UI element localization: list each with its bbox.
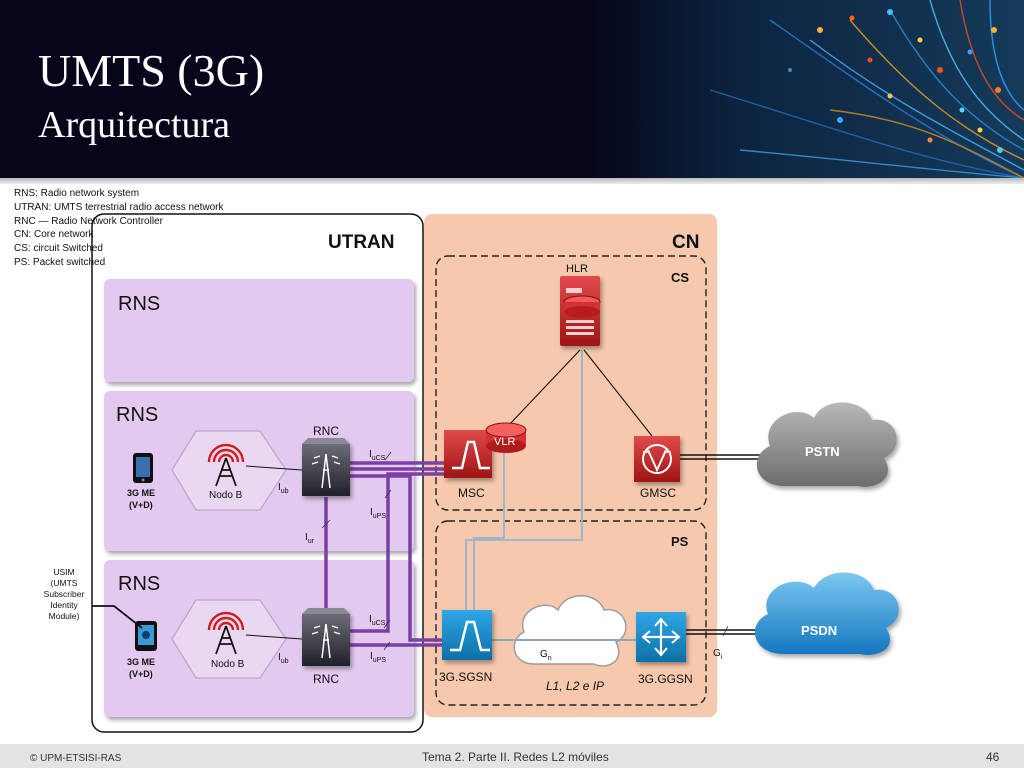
iub-label-2: Iub <box>278 652 289 665</box>
psdn-cloud <box>754 572 899 655</box>
header-divider <box>0 178 1024 184</box>
iub-link-2 <box>245 634 303 640</box>
usim-label-5: Module) <box>49 611 80 621</box>
cell-tower-icon-2 <box>207 611 245 655</box>
psdn-label: PSDN <box>801 623 837 638</box>
iups-link-1 <box>350 474 444 642</box>
pstn-label: PSTN <box>805 444 840 459</box>
hlr-label: HLR <box>566 263 588 275</box>
vlr-label: VLR <box>494 436 515 448</box>
legend-item: CN: Core network <box>14 229 94 241</box>
cell-tower-icon-1 <box>207 443 245 487</box>
ggsn-label: 3G.GGSN <box>638 672 693 686</box>
msc-icon <box>444 430 492 478</box>
hlr-sgsn-link <box>465 350 583 610</box>
iups-label-1: IuPS <box>370 507 386 520</box>
me-label-2b: (V+D) <box>129 669 153 679</box>
hlr-vlr-link <box>507 349 581 427</box>
iub-label-1: Iub <box>278 482 289 495</box>
legend-item: CS: circuit Switched <box>14 243 103 255</box>
nodeb-label-1: Nodo B <box>209 490 243 501</box>
iub-link-1 <box>245 465 303 471</box>
rnc-label-2: RNC <box>313 672 339 686</box>
iur-label: Iur <box>305 532 315 545</box>
me-label-1a: 3G ME <box>127 488 155 498</box>
pstn-cloud <box>756 402 897 487</box>
rnc-icon-1 <box>302 438 350 496</box>
sgsn-icon <box>442 610 492 660</box>
page-number: 46 <box>986 750 1000 764</box>
usim-label-4: Identity <box>50 600 78 610</box>
iucs-link-2 <box>350 472 444 633</box>
hlr-gmsc-link <box>583 349 653 437</box>
nodeb-cell-2 <box>171 599 287 679</box>
legend-item: RNS: Radio network system <box>14 188 140 199</box>
title-banner: UMTS (3G) Arquitectura <box>0 0 1024 178</box>
acronym-legend: RNS: Radio network system UTRAN: UMTS te… <box>14 187 224 270</box>
ps-domain-box <box>435 520 707 706</box>
cs-label: CS <box>671 270 689 285</box>
iups-label-2: IuPS <box>370 651 386 664</box>
usim-label-3: Subscriber <box>44 589 85 599</box>
iucs-label-2: IuCS <box>369 614 386 627</box>
page-subtitle: Arquitectura <box>38 104 231 146</box>
gmsc-icon <box>634 436 680 482</box>
rnc-icon-2 <box>302 608 350 666</box>
cs-domain-box <box>435 255 707 511</box>
umts-architecture-diagram: UTRAN CN CS PS RNS RNS RNS <box>44 213 899 733</box>
me-label-1b: (V+D) <box>129 500 153 510</box>
rns-label-3: RNS <box>118 573 160 595</box>
footer-bar <box>0 744 1024 768</box>
ggsn-icon <box>636 612 686 662</box>
nodeb-label-2: Nodo B <box>211 659 245 670</box>
backbone-label: L1, L2 e IP <box>546 679 604 693</box>
sgsn-label: 3G.SGSN <box>439 670 492 684</box>
fiber-optic-image <box>590 0 1024 178</box>
rns-box-1 <box>104 279 414 382</box>
ps-label: PS <box>671 534 689 549</box>
gn-label: Gn <box>540 649 552 662</box>
backbone-cloud <box>513 595 627 667</box>
msc-label: MSC <box>458 486 485 500</box>
rns-label-2: RNS <box>116 404 158 426</box>
footer-copyright: © UPM-ETSISI-RAS <box>30 753 122 764</box>
iucs-label-1: IuCS <box>369 449 386 462</box>
usim-pointer <box>92 605 143 629</box>
usim-label-2: (UMTS <box>51 578 78 588</box>
vlr-icon <box>485 422 527 453</box>
footer-course-title: Tema 2. Parte II. Redes L2 móviles <box>422 750 609 764</box>
rnc-label-1: RNC <box>313 424 339 438</box>
phone-icon-2 <box>135 621 157 651</box>
rns-label-1: RNS <box>118 293 160 315</box>
legend-item: PS: Packet switched <box>14 256 106 268</box>
legend-item: UTRAN: UMTS terrestrial radio access net… <box>14 201 224 213</box>
cn-label: CN <box>672 232 699 253</box>
hlr-icon <box>560 276 601 346</box>
gi-label: Gi <box>713 648 723 661</box>
me-label-2a: 3G ME <box>127 657 155 667</box>
utran-label: UTRAN <box>328 232 395 253</box>
legend-item: RNC — Radio Network Controller <box>14 215 163 227</box>
usim-label-1: USIM <box>53 567 74 577</box>
cn-region <box>424 214 717 717</box>
phone-icon-1 <box>133 453 153 483</box>
vlr-sgsn-link <box>473 537 504 610</box>
gmsc-label: GMSC <box>640 486 676 500</box>
page-title: UMTS (3G) <box>38 45 265 96</box>
